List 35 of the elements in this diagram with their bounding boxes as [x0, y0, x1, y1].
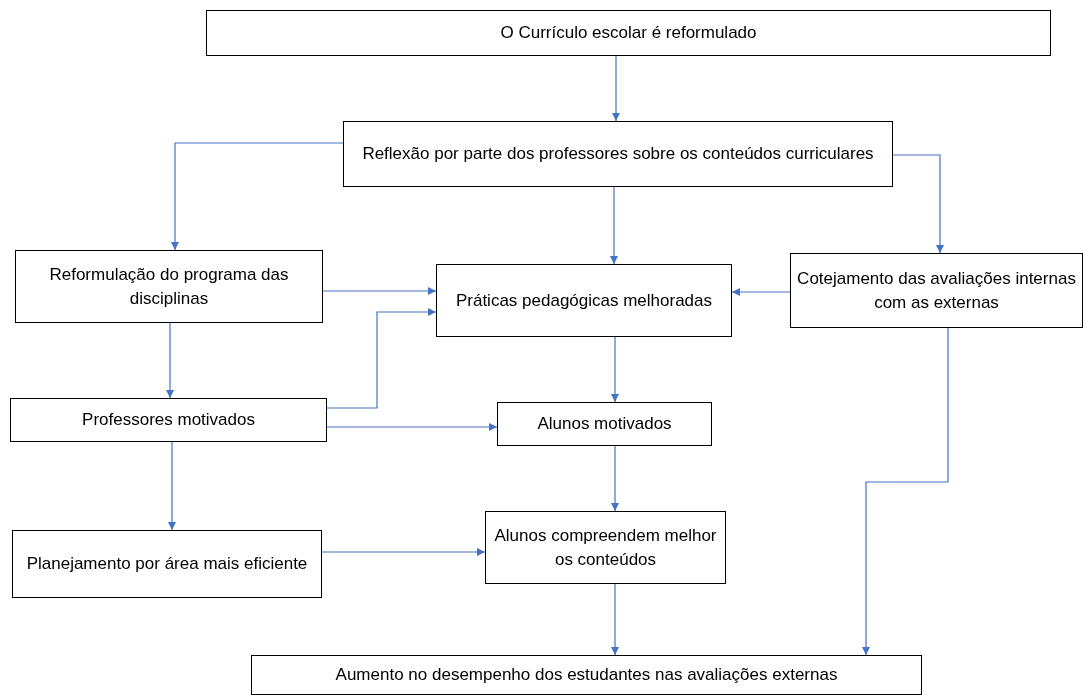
process-box — [10, 398, 327, 442]
process-box — [343, 121, 893, 187]
arrow — [610, 186, 618, 265]
box-label: Práticas pedagógicas melhoradas — [455, 289, 713, 312]
process-box — [15, 250, 323, 323]
box-label: Reflexão por parte dos professores sobre os conteúdos curriculares — [362, 143, 874, 165]
arrow — [322, 287, 437, 295]
arrow — [862, 327, 949, 656]
arrow — [321, 548, 486, 556]
box-label: Reformulação do programa das disciplinas — [48, 263, 290, 310]
box-label: Cotejamento das avaliações internas com as externas — [797, 267, 1076, 314]
process-box — [251, 655, 922, 695]
process-box — [790, 253, 1083, 328]
arrow — [611, 336, 619, 403]
box-label: Alunos motivados — [537, 413, 672, 435]
box-label: Planejamento por área mais eficiente — [26, 553, 308, 575]
box-label: Alunos compreendem melhor os conteúdos — [493, 524, 718, 571]
process-box — [497, 402, 712, 446]
arrow — [168, 441, 176, 531]
process-box — [12, 530, 322, 598]
arrow — [611, 445, 619, 512]
box-label: Aumento no desempenho dos estudantes nas avaliações externas — [335, 664, 838, 686]
box-label: Professores motivados — [82, 409, 255, 431]
arrow — [326, 423, 498, 431]
box-label: O Currículo escolar é reformulado — [500, 22, 757, 44]
process-box — [206, 10, 1051, 56]
arrow — [171, 142, 344, 251]
arrow — [731, 288, 791, 296]
arrow — [326, 308, 437, 409]
process-box — [485, 511, 726, 584]
arrow — [611, 583, 619, 656]
process-box — [436, 264, 732, 337]
arrow — [612, 55, 620, 122]
arrow — [892, 154, 944, 254]
arrow — [166, 322, 174, 399]
